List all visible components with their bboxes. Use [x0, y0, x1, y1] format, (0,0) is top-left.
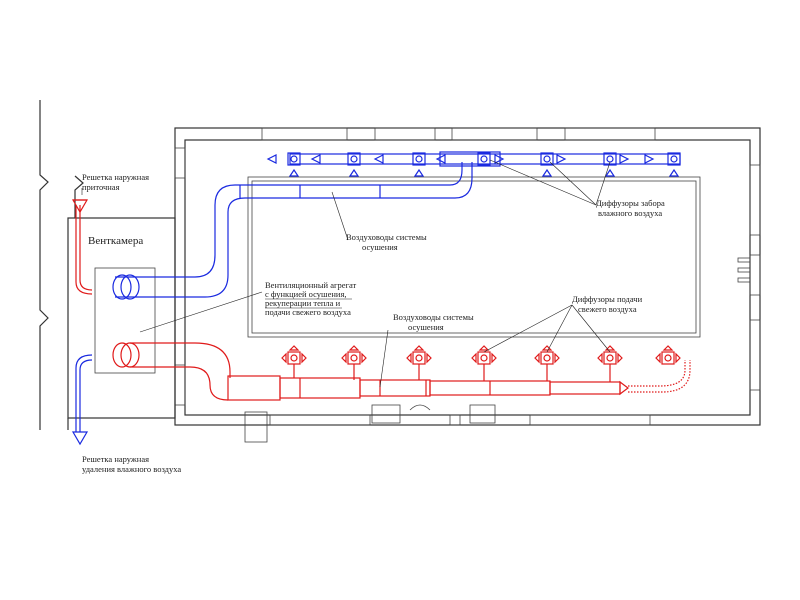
exhaust-grille-label-2: удаления влажного воздуха [82, 464, 181, 474]
supply-diffuser-6 [597, 345, 623, 382]
supply-duct-system [75, 342, 691, 432]
unit-label-2: с функцией осушения, [265, 289, 347, 299]
exhaust-grille [71, 431, 89, 446]
supply-diffuser-2 [341, 345, 367, 380]
pool-outline [247, 176, 701, 338]
intake-diffuser-6 [603, 152, 617, 166]
ducts-bottom-label-1: Воздуховоды системы [393, 312, 474, 322]
intake-diffuser-3 [412, 152, 426, 166]
intake-diffusers-label-2: влажного воздуха [598, 208, 662, 218]
intake-diffuser-7 [667, 152, 681, 166]
supply-diffusers-label-1: Диффузоры подачи [572, 294, 643, 304]
vent-unit-box [94, 267, 156, 374]
supply-diffuser-5 [534, 345, 560, 381]
building-walls [39, 100, 761, 443]
intake-diffuser-2 [347, 152, 361, 166]
supply-diffuser-3 [406, 345, 432, 380]
supply-diffuser-7 [655, 345, 681, 365]
supply-diffuser-4 [471, 345, 497, 381]
leader-lines [81, 159, 611, 388]
unit-label-4: подачи свежего воздуха [265, 307, 351, 317]
supply-diffusers-label-2: свежего воздуха [578, 304, 637, 314]
intake-grille-label-1: Решетка наружная [82, 172, 149, 182]
ducts-top-label-2: осушения [362, 242, 398, 252]
ducts-top-label-1: Воздуховоды системы [346, 232, 427, 242]
exhaust-duct-system [75, 151, 681, 300]
intake-diffuser-4 [477, 152, 491, 166]
exhaust-grille-label-1: Решетка наружная [82, 454, 149, 464]
intake-grille [71, 199, 89, 214]
unit-label-1: Вентиляционный агрегат [265, 280, 357, 290]
vent-chamber-label: Венткамера [88, 235, 143, 247]
unit-label-3: рекуперации тепла и [265, 298, 341, 308]
intake-diffusers-label-1: Диффузоры забора [596, 198, 665, 208]
ducts-bottom-label-2: осушения [408, 322, 444, 332]
intake-diffuser-1 [287, 152, 301, 166]
intake-grille-label-2: приточная [82, 182, 120, 192]
supply-diffuser-1 [281, 345, 307, 378]
intake-diffuser-5 [540, 152, 554, 166]
